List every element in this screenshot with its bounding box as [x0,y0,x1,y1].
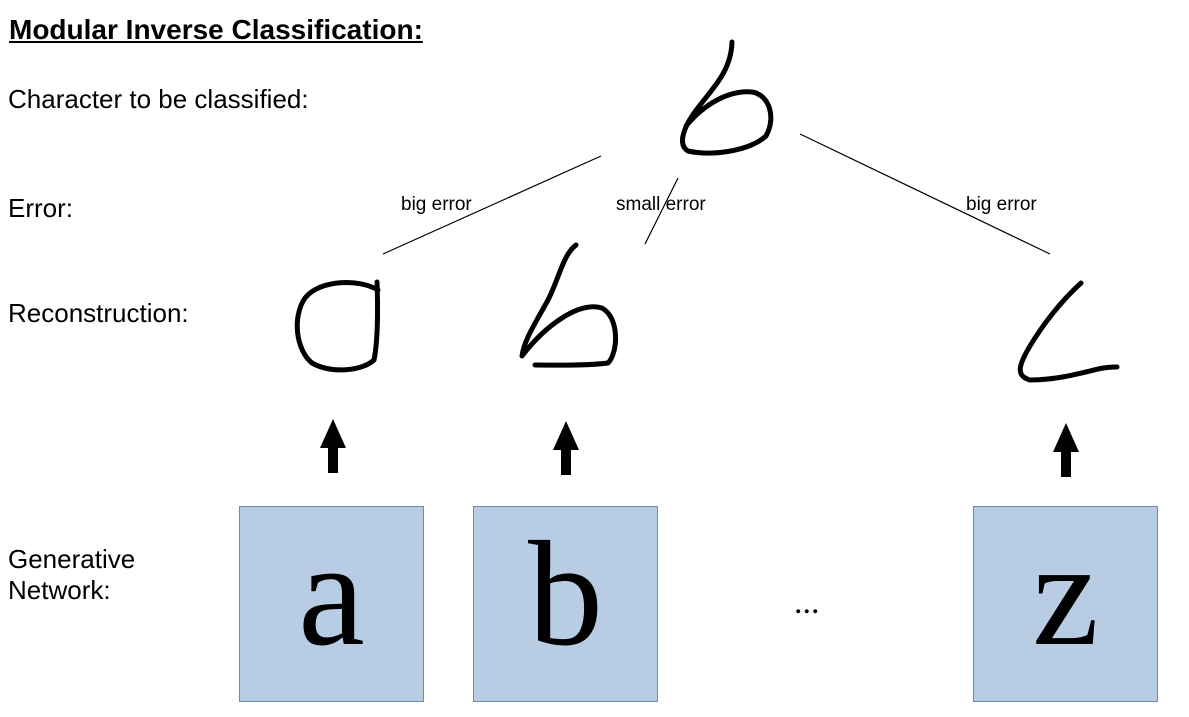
up-arrow-icon [553,421,579,475]
connector-line-z [799,133,1051,255]
diagram-title: Modular Inverse Classification: [9,14,423,45]
label-character-to-classify: Character to be classified: [8,84,309,114]
label-generative-network: Generative Network: [8,544,136,605]
error-label-a: big error [401,194,472,215]
connector-line-a [382,155,602,255]
error-label-z: big error [966,194,1037,215]
generative-network-a: a [239,506,424,702]
ellipsis: ... [794,584,820,621]
generative-network-b: b [473,506,658,702]
up-arrow-icon [320,419,346,473]
error-label-b: small error [616,194,706,215]
network-letter-a: a [298,511,365,677]
generative-network-z: z [973,506,1158,702]
handwritten-a-glyph [294,279,381,373]
network-letter-z: z [1032,511,1099,677]
up-arrow-icon [1053,423,1079,477]
connector-line-b [644,177,679,245]
label-error: Error: [8,193,73,223]
network-letter-b: b [528,511,603,677]
handwritten-z-glyph [1017,280,1120,383]
handwritten-b-glyph [519,242,619,368]
label-reconstruction: Reconstruction: [8,298,189,328]
handwritten-b-glyph [680,39,774,156]
